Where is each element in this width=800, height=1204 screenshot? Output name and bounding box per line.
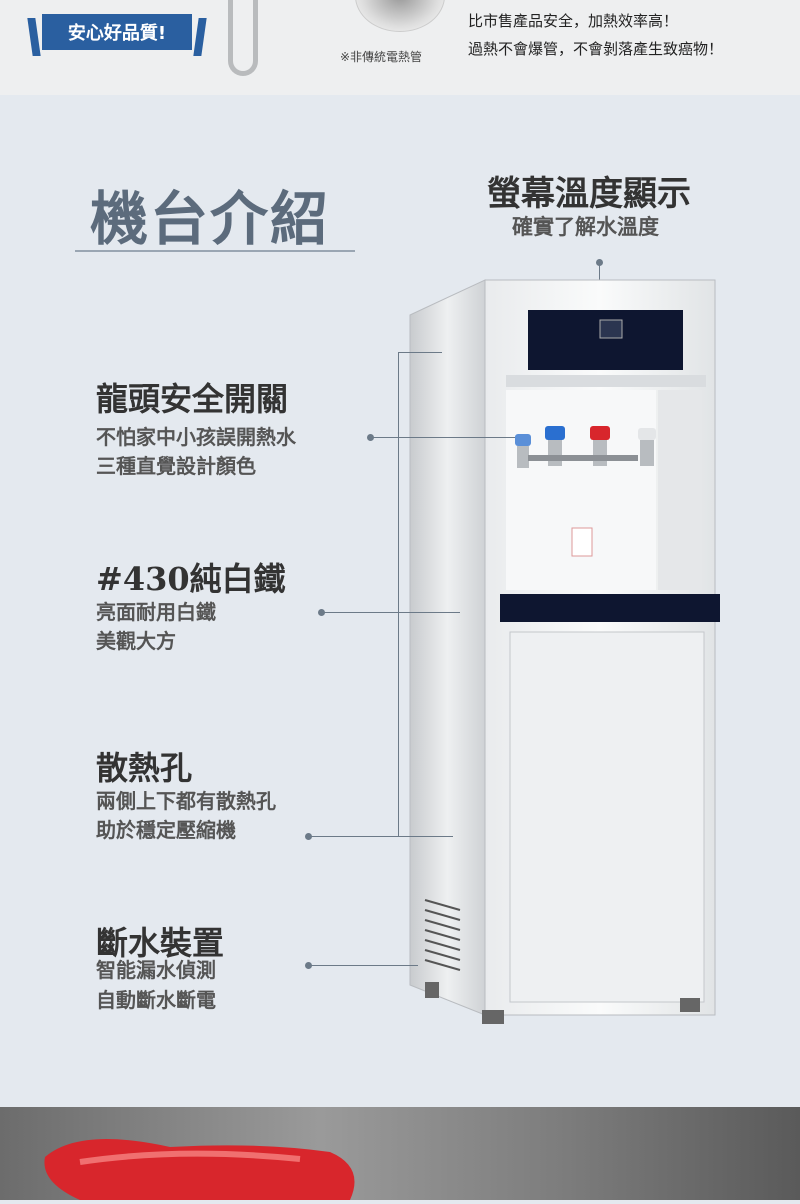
title-underline: [75, 250, 355, 252]
feature-desc-faucet-2: 三種直覺設計顏色: [96, 454, 256, 478]
feature-title-vents: 散熱孔: [96, 749, 193, 787]
heating-tube-image: [228, 0, 258, 76]
feature-desc-cutoff-2: 自動斷水斷電: [96, 988, 216, 1012]
callout-line: [308, 836, 453, 837]
next-section-photo: [0, 1107, 800, 1200]
red-faucet-image: [44, 1139, 355, 1200]
feature-desc-display: 確實了解水溫度: [512, 214, 659, 239]
quality-badge: 安心好品質!: [42, 14, 192, 50]
feature-desc-steel-2: 美觀大方: [96, 629, 176, 653]
vent-bracket-top: [398, 352, 442, 353]
callout-line: [321, 612, 460, 613]
section-title: 機台介紹: [90, 185, 331, 253]
feature-title-cutoff: 斷水裝置: [96, 924, 225, 962]
feature-desc-vents-2: 助於穩定壓縮機: [96, 818, 236, 842]
benefit-line-2: 過熱不會爆管，不會剝落產生致癌物！: [468, 40, 724, 58]
feature-desc-faucet-1: 不怕家中小孩誤開熱水: [96, 425, 296, 449]
heater-note: ※非傳統電熱管: [340, 50, 423, 64]
feature-desc-vents-1: 兩側上下都有散熱孔: [96, 789, 276, 813]
water-dispenser-image: [409, 279, 720, 1024]
vent-bracket-line: [398, 352, 399, 836]
benefit-line-1: 比市售產品安全，加熱效率高！: [468, 12, 679, 30]
feature-title-faucet: 龍頭安全開關: [96, 380, 289, 418]
feature-title-display: 螢幕溫度顯示: [487, 174, 691, 214]
top-banner: 安心好品質! ※非傳統電熱管 比市售產品安全，加熱效率高！ 過熱不會爆管，不會剝…: [0, 0, 800, 95]
heating-coil-image: [355, 0, 445, 32]
callout-line: [308, 965, 418, 966]
feature-desc-steel-1: 亮面耐用白鐵: [96, 600, 216, 624]
feature-desc-cutoff-1: 智能漏水偵測: [96, 958, 216, 982]
callout-line: [370, 437, 515, 438]
feature-title-steel: #430純白鐵: [96, 560, 286, 598]
